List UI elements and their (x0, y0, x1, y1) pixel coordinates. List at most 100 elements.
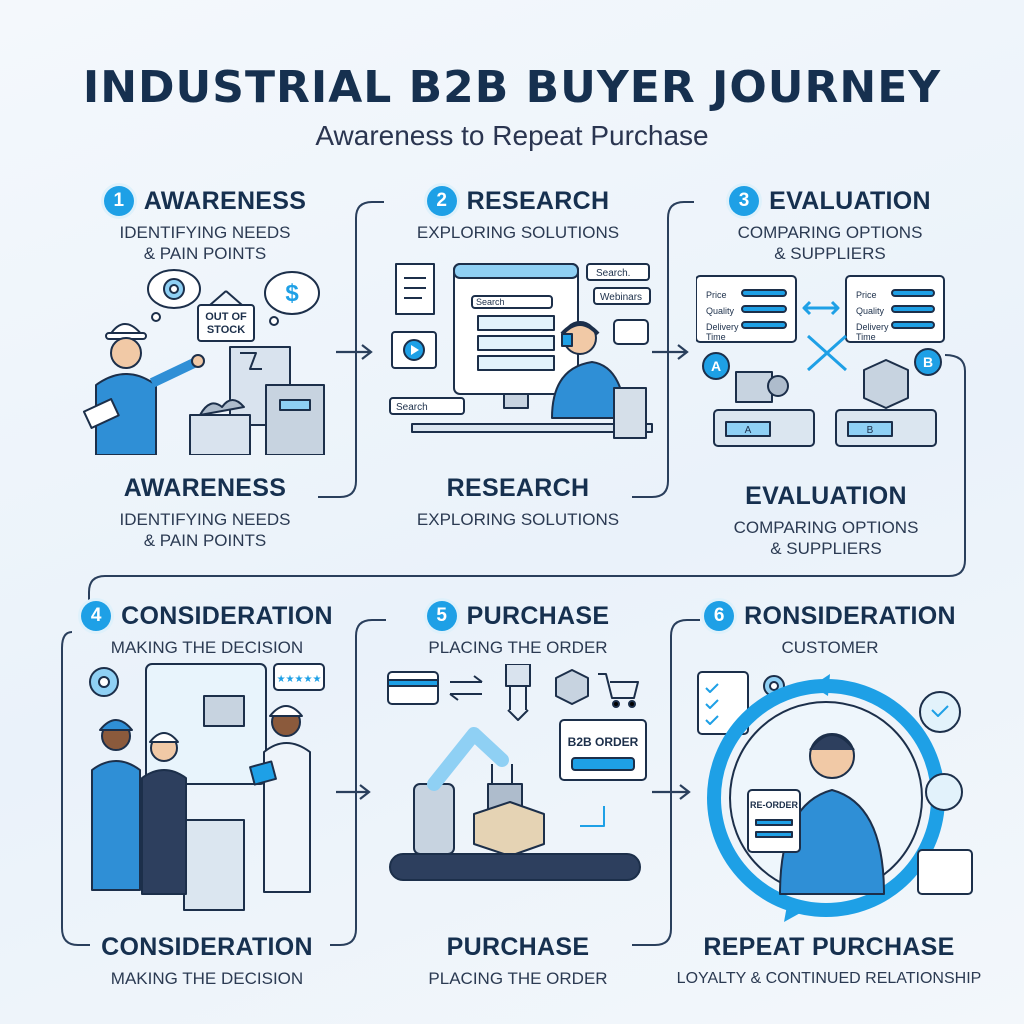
stage-4-footer: CONSIDERATION MAKING THE DECISION (62, 933, 352, 989)
arrow-right-icon (652, 344, 689, 360)
search-box-label: Search (396, 402, 428, 413)
monitor-search-label: Search (476, 297, 505, 307)
arrow-right-icon (652, 784, 691, 800)
stage-1-subtitle: IDENTIFYING NEEDS & PAIN POINTS (119, 223, 291, 263)
conveyor-belt (389, 853, 641, 881)
stage-6-footer: REPEAT PURCHASE LOYALTY & CONTINUED RELA… (664, 933, 994, 989)
option-b-badge (914, 348, 942, 376)
stage-4-footer-title: CONSIDERATION (101, 933, 313, 961)
stage-5-illustration: B2B ORDER (387, 664, 647, 881)
stage-4-number: 4 (81, 601, 112, 631)
stage-3-subtitle: COMPARING OPTIONS & SUPPLIERS (737, 223, 923, 263)
webinars-tag (593, 287, 651, 305)
credit-card-icon (387, 671, 439, 705)
stage-1-number: 1 (103, 186, 134, 216)
stage-1-footer-subtitle: IDENTIFYING NEEDS & PAIN POINTS (119, 510, 291, 550)
stage-2-subtitle: EXPLORING SOLUTIONS (416, 223, 620, 242)
robotic-arm (413, 783, 455, 855)
option-b-label: B (923, 354, 933, 370)
compare-quality-a: Quality (706, 306, 735, 316)
out-of-stock-label-line2: STOCK (207, 324, 245, 336)
chat-icon (613, 319, 649, 345)
thought-bubble (264, 271, 320, 315)
stage-2-illustration: Search. Webinars Search Search (389, 263, 653, 439)
arrow-right-icon (336, 784, 371, 800)
stage-4-header: 4 CONSIDERATION MAKING THE DECISION (62, 601, 352, 658)
compare-price-b: Price (856, 290, 877, 300)
search-popup (586, 263, 650, 281)
stage-1-footer-title: AWARENESS (123, 474, 287, 502)
compare-quality-b: Quality (856, 306, 885, 316)
gear-icon (89, 667, 119, 697)
stage-3-footer: EVALUATION COMPARING OPTIONS & SUPPLIERS (676, 482, 976, 559)
stage-6-subtitle: CUSTOMER (781, 638, 879, 657)
stage-4-illustration: ★★★★★ (89, 663, 325, 911)
search-box-floating (389, 397, 465, 415)
worker-shirt (95, 373, 157, 455)
checklist-icon (697, 671, 749, 735)
out-of-stock-sign (197, 304, 255, 342)
stage-6-number: 6 (704, 601, 735, 631)
stage-2-footer-subtitle: EXPLORING SOLUTIONS (416, 510, 620, 529)
stage-6-title: RONSIDERATION (744, 601, 956, 630)
report-window (917, 849, 973, 895)
stage-5-number: 5 (426, 601, 457, 631)
page-subtitle: Awareness to Repeat Purchase (315, 120, 709, 151)
rating-stars: ★★★★★ (277, 674, 322, 685)
b2b-order-label: B2B ORDER (568, 735, 639, 749)
stage-3-header: 3 EVALUATION COMPARING OPTIONS & SUPPLIE… (680, 186, 980, 264)
search-popup-label: Search. (596, 268, 630, 279)
stage-2-title: RESEARCH (466, 186, 610, 215)
page-title: INDUSTRIAL B2B BUYER JOURNEY (82, 62, 942, 113)
shopping-cart-icon (598, 673, 639, 699)
part-b (863, 359, 909, 409)
stage-1-footer: AWARENESS IDENTIFYING NEEDS & PAIN POINT… (60, 474, 350, 551)
stage-6-illustration: RE-ORDER (697, 671, 973, 922)
stage-4-footer-subtitle: MAKING THE DECISION (110, 969, 304, 988)
award-badge-icon (925, 773, 963, 811)
stage-5-footer-subtitle: PLACING THE ORDER (428, 969, 608, 988)
exchange-arrow-icon (449, 675, 483, 701)
scale-b-label: B (867, 425, 874, 436)
arrow-right-icon (336, 344, 373, 360)
out-of-stock-label-line1: OUT OF (205, 311, 247, 323)
stage-6-header: 6 RONSIDERATION CUSTOMER (680, 601, 980, 658)
option-a-label: A (711, 358, 721, 374)
gear-icon (163, 278, 185, 300)
stage-5-footer-title: PURCHASE (446, 933, 590, 961)
stage-5-footer: PURCHASE PLACING THE ORDER (368, 933, 668, 989)
part-a (735, 371, 773, 403)
compare-price-a: Price (706, 290, 727, 300)
stage-6-footer-subtitle: LOYALTY & CONTINUED RELATIONSHIP (676, 970, 982, 987)
stage-3-title: EVALUATION (769, 186, 931, 215)
stage-4-title: CONSIDERATION (121, 601, 333, 630)
stage-5-title: PURCHASE (466, 601, 610, 630)
stage-3-footer-title: EVALUATION (745, 482, 907, 510)
stage-2-header: 2 RESEARCH EXPLORING SOLUTIONS (368, 186, 668, 243)
stage-3-footer-subtitle: COMPARING OPTIONS & SUPPLIERS (733, 518, 919, 558)
stage-1-illustration: OUT OF STOCK $ (82, 269, 325, 455)
rating-bubble (273, 663, 325, 691)
shipping-box (473, 801, 545, 857)
award-badge-icon (919, 691, 961, 733)
stage-2-number: 2 (426, 186, 457, 216)
webinars-label: Webinars (600, 292, 642, 303)
box-icon (555, 669, 589, 705)
stage-1-header: 1 AWARENESS IDENTIFYING NEEDS & PAIN POI… (60, 186, 350, 264)
stage-2-footer-title: RESEARCH (446, 474, 590, 502)
stage-2-footer: RESEARCH EXPLORING SOLUTIONS (368, 474, 668, 530)
stage-1-title: AWARENESS (143, 186, 307, 215)
stage-5-subtitle: PLACING THE ORDER (428, 638, 608, 657)
stage-5-header: 5 PURCHASE PLACING THE ORDER (368, 601, 668, 658)
cross-arrow-icon (806, 334, 848, 372)
stage-4-subtitle: MAKING THE DECISION (110, 638, 304, 657)
stage-6-footer-title: REPEAT PURCHASE (703, 933, 955, 961)
scale-a-label: A (745, 425, 752, 436)
stage-3-number: 3 (729, 186, 760, 216)
dollar-icon: $ (285, 280, 299, 307)
compare-arrow-icon (802, 300, 840, 316)
